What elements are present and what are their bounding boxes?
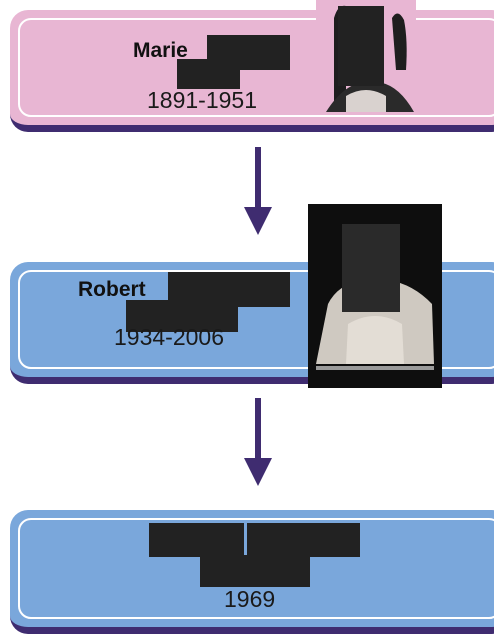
redacted-name-line (177, 59, 240, 89)
card-inner-border (18, 270, 494, 369)
person-dates: 1891-1951 (147, 87, 257, 113)
card-inner-border (18, 518, 494, 619)
person-first-name: Robert (78, 278, 146, 301)
person-dates: 1934-2006 (114, 324, 224, 350)
redacted-name-line (126, 300, 238, 332)
redacted-photo-face (342, 224, 400, 312)
redacted-first-name (149, 523, 244, 557)
person-photo-robert (308, 204, 442, 388)
redacted-surname (247, 523, 360, 557)
down-arrow-icon (244, 398, 272, 486)
person-first-name: Marie (133, 39, 188, 62)
portrait-photo-icon (308, 204, 442, 388)
card-inner-border (18, 18, 494, 117)
redacted-photo-face (338, 6, 384, 86)
person-card-descendant: 1969 (10, 510, 494, 634)
person-dates: 1969 (224, 586, 276, 612)
person-card-marie: Marie 1891-1951 (10, 0, 494, 132)
down-arrow-icon (244, 147, 272, 235)
redacted-name-line (200, 555, 310, 587)
